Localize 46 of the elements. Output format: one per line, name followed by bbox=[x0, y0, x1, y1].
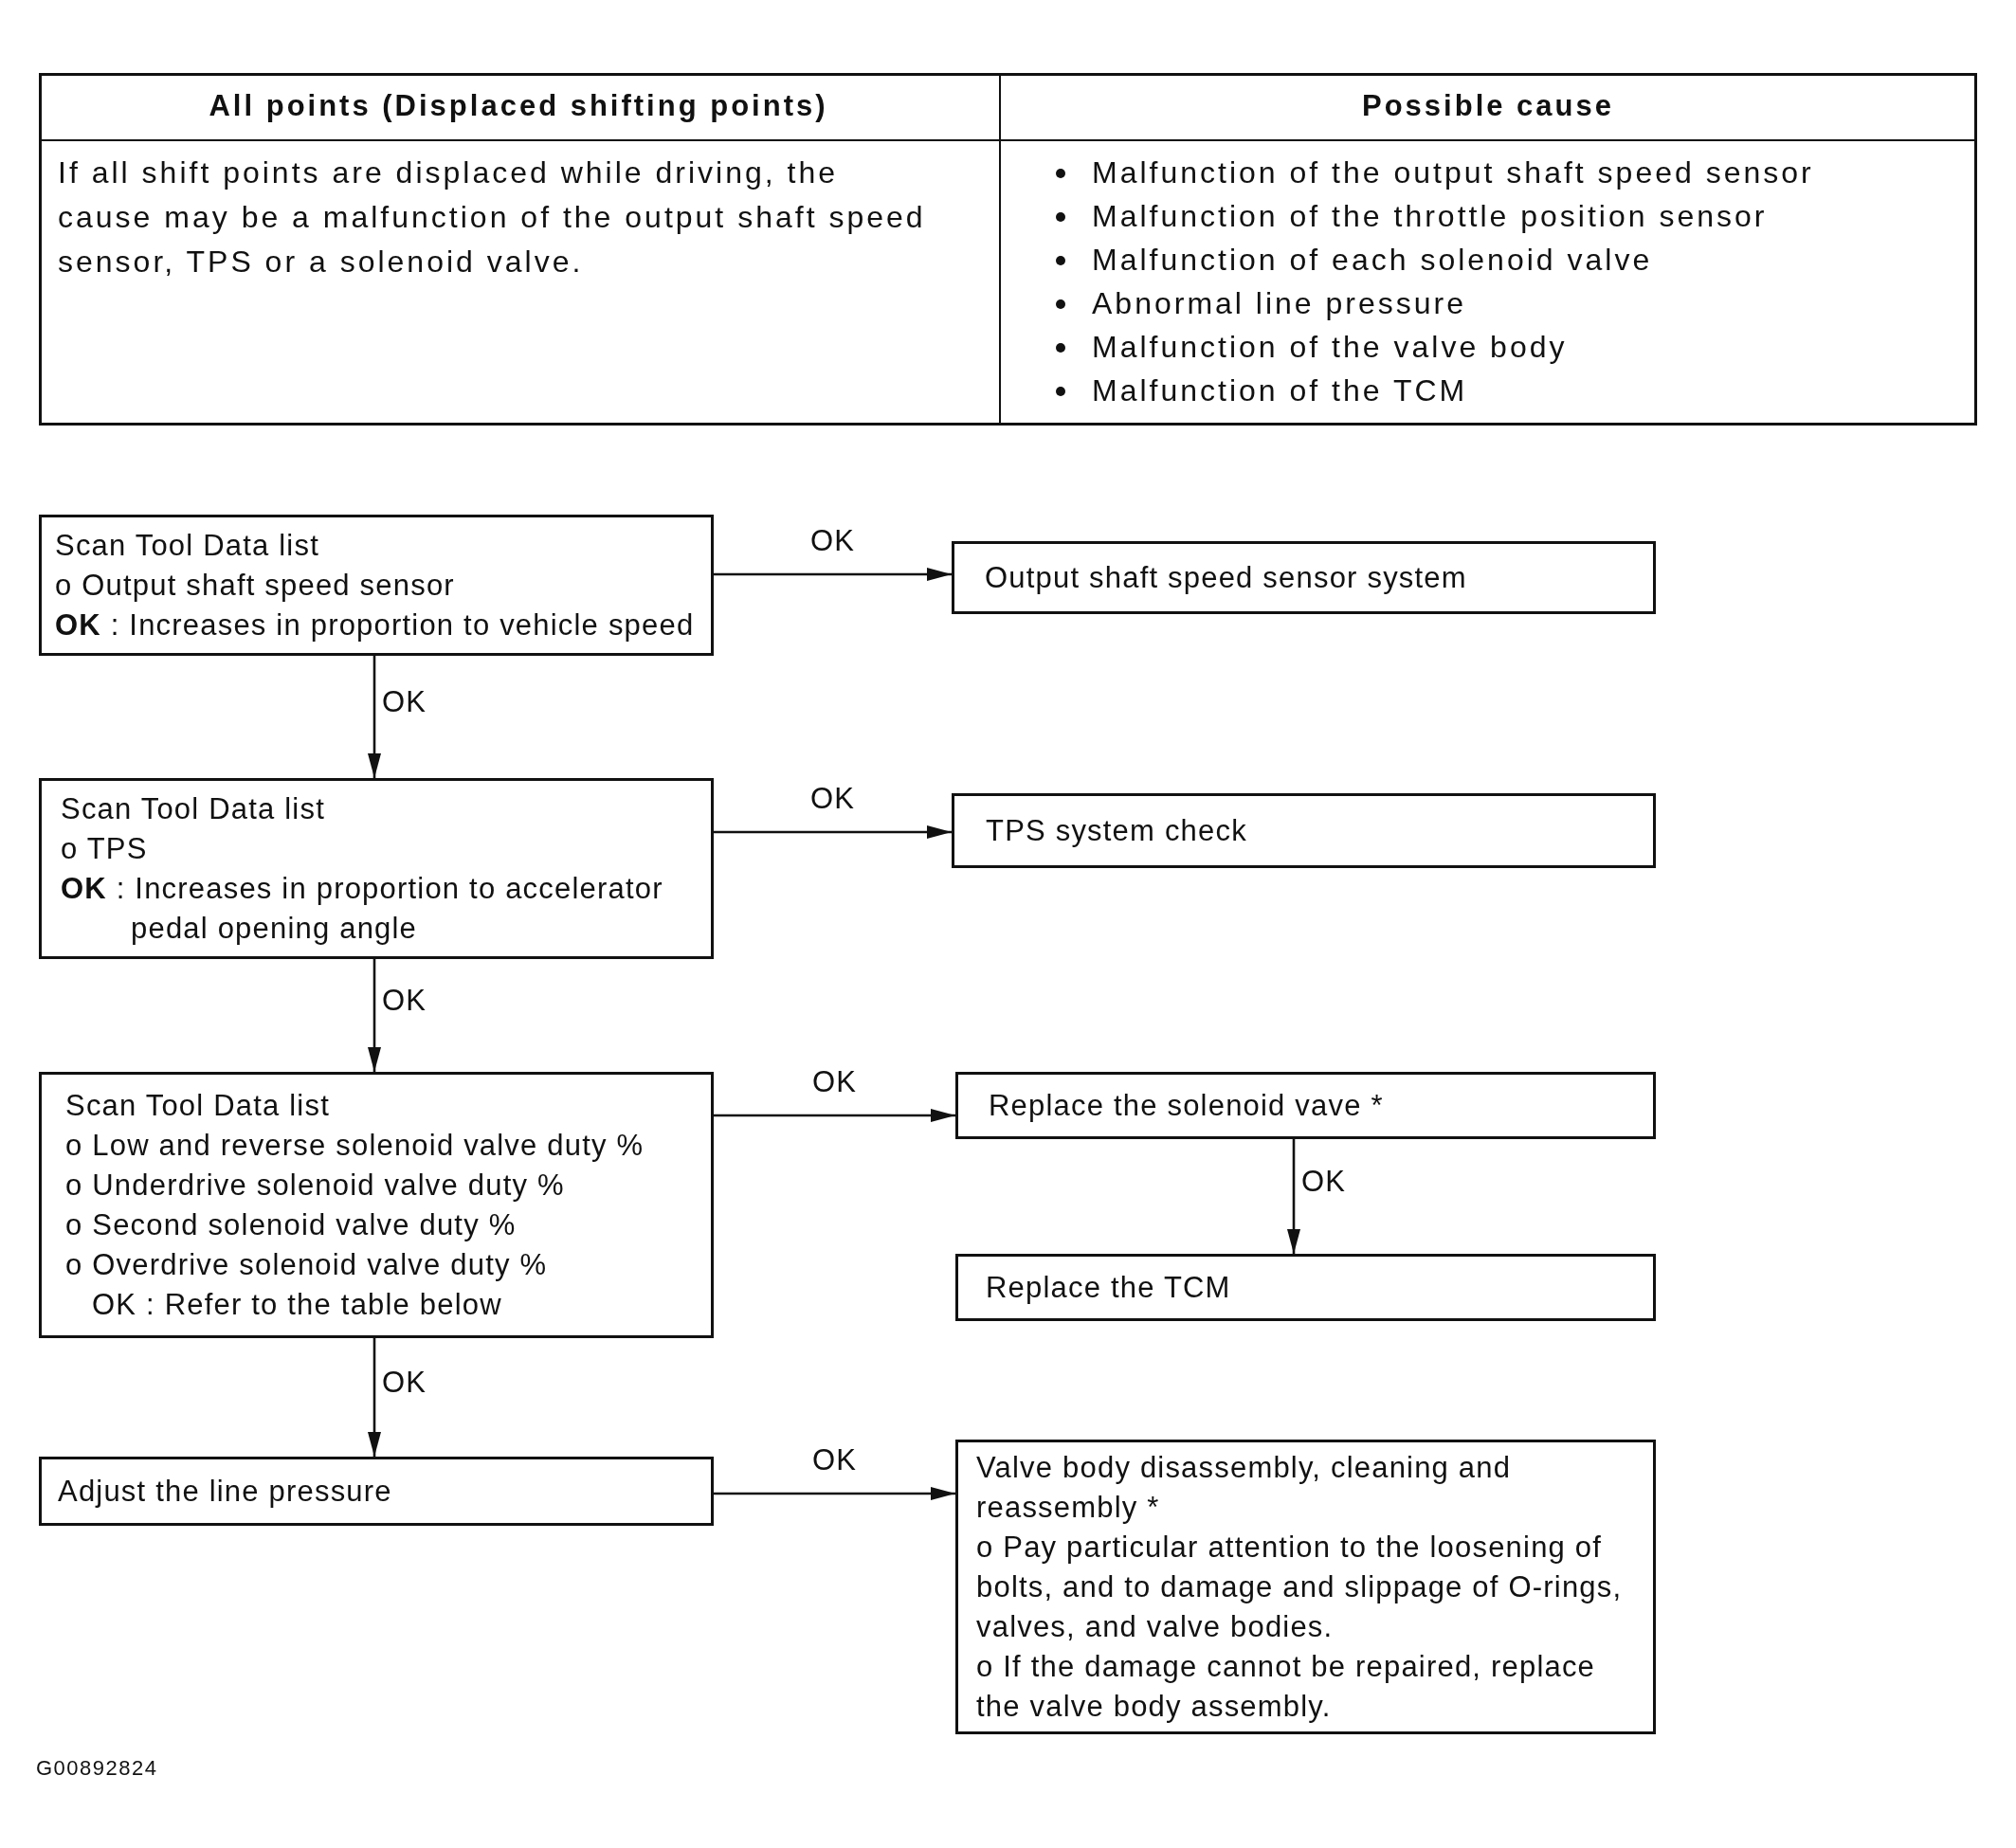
arrow bbox=[714, 1487, 955, 1500]
list-item-text: Malfunction of the TCM bbox=[1092, 372, 1468, 409]
description-text: If all shift points are displaced while driving, the cause may be a malfunction of the output shaft speed sensor, TPS or a solenoid valve. bbox=[58, 154, 927, 281]
step-text: o Second solenoid valve duty % bbox=[65, 1206, 517, 1243]
process-box bbox=[955, 1072, 1656, 1139]
arrow bbox=[368, 1338, 381, 1457]
arrow bbox=[714, 1109, 955, 1122]
process-box bbox=[955, 1440, 1656, 1734]
process-box bbox=[39, 778, 714, 959]
list-item-text: Malfunction of the valve body bbox=[1092, 329, 1568, 366]
step-text: o Underdrive solenoid valve duty % bbox=[65, 1167, 565, 1204]
list-item-text: Malfunction of each solenoid valve bbox=[1092, 242, 1653, 279]
step-text: Adjust the line pressure bbox=[58, 1473, 392, 1510]
step-text: o Overdrive solenoid valve duty % bbox=[65, 1246, 548, 1283]
step-text: Scan Tool Data list bbox=[55, 527, 319, 564]
step-text: TPS system check bbox=[986, 812, 1247, 849]
column-header: All points (Displaced shifting points) bbox=[209, 90, 828, 122]
step-text: o TPS bbox=[61, 830, 148, 867]
figure-code: G00892824 bbox=[36, 1755, 158, 1782]
arrow bbox=[368, 656, 381, 778]
process-box bbox=[39, 1072, 714, 1338]
process-box bbox=[952, 793, 1656, 868]
step-text: o Output shaft speed sensor bbox=[55, 567, 455, 604]
arrow bbox=[1287, 1139, 1300, 1254]
list-item-text: Abnormal line pressure bbox=[1092, 285, 1467, 322]
step-text: Replace the TCM bbox=[986, 1269, 1231, 1306]
process-box bbox=[955, 1254, 1656, 1321]
arrow bbox=[368, 959, 381, 1072]
step-text: Scan Tool Data list bbox=[65, 1087, 330, 1124]
list-item-text: Malfunction of the throttle position sensor bbox=[1092, 198, 1768, 235]
step-text: Replace the solenoid vave * bbox=[989, 1087, 1384, 1124]
arrow bbox=[714, 568, 952, 581]
process-box bbox=[39, 515, 714, 656]
process-box bbox=[39, 1457, 714, 1526]
step-text: Scan Tool Data list bbox=[61, 790, 325, 827]
step-text: o Low and reverse solenoid valve duty % bbox=[65, 1127, 645, 1164]
list-item-text: Malfunction of the output shaft speed sensor bbox=[1092, 154, 1814, 191]
step-text: o If the damage cannot be repaired, replace the valve body assembly. bbox=[976, 1648, 1597, 1725]
column-header: Possible cause bbox=[1362, 90, 1614, 122]
arrow bbox=[714, 825, 952, 839]
step-text: OK : Refer to the table below bbox=[91, 1286, 502, 1323]
step-text: OK : Increases in proportion to vehicle speed bbox=[55, 607, 695, 643]
process-box bbox=[952, 541, 1656, 614]
step-text: o Pay particular attention to the loosening of bolts, and to damage and slippage of O-rings, valves, and valve bodies. bbox=[976, 1529, 1624, 1645]
step-text: OK : Increases in proportion to accelerator pedal opening angle bbox=[61, 870, 664, 947]
step-text: Output shaft speed sensor system bbox=[985, 559, 1467, 596]
